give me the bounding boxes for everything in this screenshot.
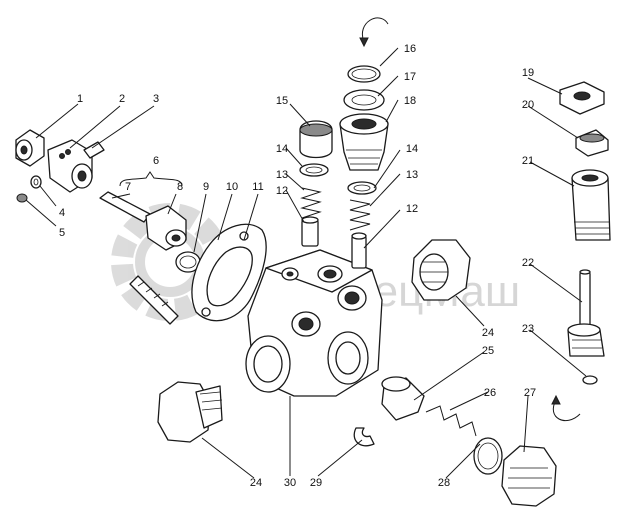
part-14-left-washer bbox=[299, 163, 329, 177]
callout-17: 17 bbox=[404, 71, 416, 83]
part-20-bushing bbox=[575, 129, 609, 157]
callout-18: 18 bbox=[404, 95, 416, 107]
callout-9: 9 bbox=[203, 181, 209, 193]
part-30-valve-body bbox=[245, 249, 383, 397]
part-8-valve bbox=[145, 205, 187, 251]
callout-14-left: 14 bbox=[276, 143, 288, 155]
rotation-arrow-bottom-icon bbox=[551, 394, 581, 421]
part-24-upper-fitting bbox=[411, 239, 471, 301]
part-19-cap bbox=[559, 81, 605, 115]
part-7-shaft bbox=[99, 191, 151, 223]
part-16-ring bbox=[347, 65, 381, 83]
callout-25: 25 bbox=[482, 345, 494, 357]
callout-8: 8 bbox=[177, 181, 183, 193]
callout-2: 2 bbox=[119, 93, 125, 105]
part-5-screw bbox=[16, 193, 28, 203]
part-9-ring bbox=[175, 251, 201, 273]
callout-7: 7 bbox=[125, 181, 131, 193]
part-29-clip bbox=[353, 427, 375, 447]
part-22-rod bbox=[579, 269, 591, 329]
callout-3: 3 bbox=[153, 93, 159, 105]
callout-10: 10 bbox=[226, 181, 238, 193]
part-14-right-washer bbox=[347, 181, 377, 195]
rotation-arrow-top-icon bbox=[359, 17, 389, 48]
part-2-lever bbox=[47, 139, 93, 193]
part-11-gasket bbox=[191, 223, 267, 322]
callout-16: 16 bbox=[404, 43, 416, 55]
callout-24-right: 24 bbox=[482, 327, 494, 339]
callout-15: 15 bbox=[276, 95, 288, 107]
callout-13-left: 13 bbox=[276, 169, 288, 181]
part-21-housing bbox=[571, 169, 611, 241]
callout-19: 19 bbox=[522, 67, 534, 79]
part-12-left-screw bbox=[301, 216, 319, 247]
callout-11: 11 bbox=[252, 181, 263, 193]
callout-20: 20 bbox=[522, 99, 534, 111]
callout-labels: 1 2 3 4 5 6 7 8 9 10 11 12 12 13 13 14 1… bbox=[59, 43, 536, 489]
callout-30: 30 bbox=[284, 477, 296, 489]
callout-22: 22 bbox=[522, 257, 534, 269]
part-13-right-spring bbox=[349, 199, 371, 231]
stud bbox=[129, 275, 179, 325]
callout-4: 4 bbox=[59, 207, 65, 219]
part-13-left-spring bbox=[300, 187, 322, 219]
part-26-spring bbox=[425, 405, 477, 437]
part-27-plug bbox=[501, 445, 557, 507]
part-28-ring bbox=[473, 437, 503, 475]
callout-27: 27 bbox=[524, 387, 536, 399]
part-15-cap bbox=[299, 120, 333, 159]
callout-12-left: 12 bbox=[276, 185, 288, 197]
callout-13-right: 13 bbox=[406, 169, 418, 181]
part-24-lower-fitting bbox=[157, 381, 223, 443]
callout-14-right: 14 bbox=[406, 143, 418, 155]
callout-12-right: 12 bbox=[406, 203, 418, 215]
part-3-pin bbox=[83, 141, 105, 159]
part-18-threaded-cap bbox=[339, 113, 389, 171]
callout-23: 23 bbox=[522, 323, 534, 335]
part-17-washer bbox=[343, 89, 385, 111]
part-1-nut bbox=[15, 129, 45, 167]
callout-21: 21 bbox=[522, 155, 534, 167]
part-25-plunger bbox=[381, 376, 425, 421]
callout-26: 26 bbox=[484, 387, 496, 399]
callout-6: 6 bbox=[153, 155, 159, 167]
group-6-brace bbox=[119, 171, 183, 187]
part-4-washer bbox=[30, 175, 42, 189]
leader-lines bbox=[25, 47, 587, 479]
callout-29: 29 bbox=[310, 477, 322, 489]
callout-1: 1 bbox=[77, 93, 83, 105]
part-23-valve-seat bbox=[567, 323, 605, 385]
callout-28: 28 bbox=[438, 477, 450, 489]
callout-5: 5 bbox=[59, 227, 65, 239]
callout-24-left: 24 bbox=[250, 477, 262, 489]
part-12-right-screw bbox=[351, 232, 367, 269]
